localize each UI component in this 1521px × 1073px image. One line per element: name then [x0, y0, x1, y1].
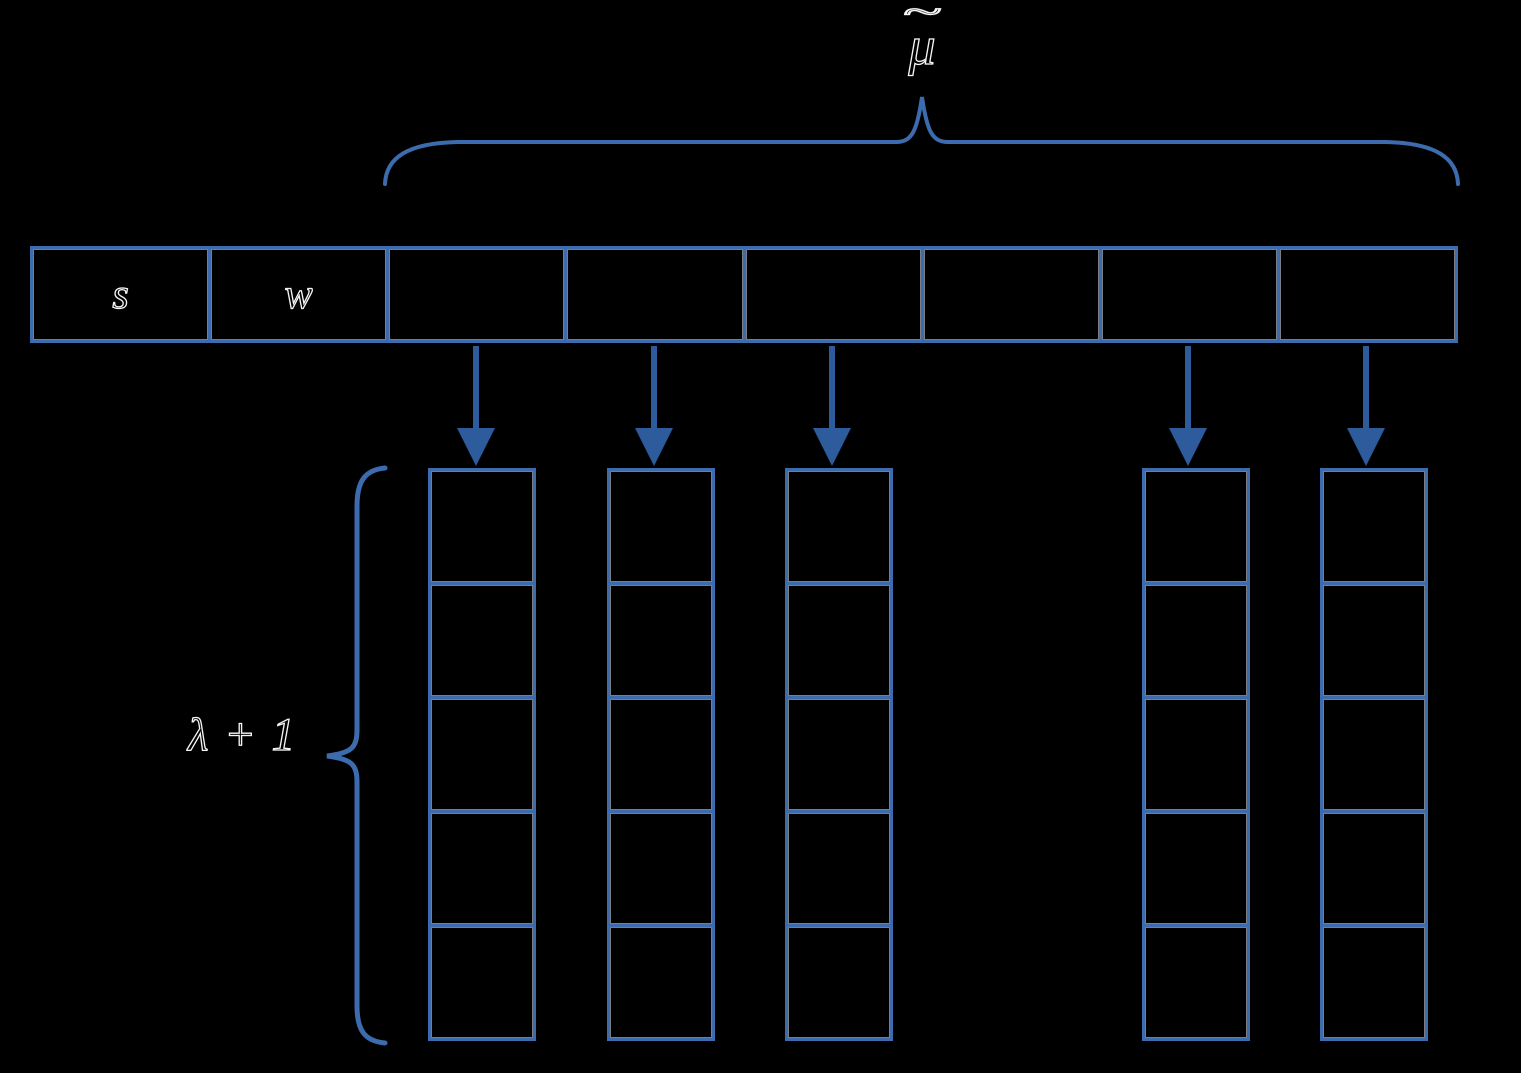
array-cell: [1276, 246, 1458, 343]
cell-label: s: [112, 271, 130, 318]
bucket-cell: [1320, 468, 1428, 585]
bucket-cell: [785, 582, 893, 699]
cell-label: w: [284, 271, 313, 318]
down-arrow: [635, 346, 673, 466]
bucket-cell: [1320, 582, 1428, 699]
bucket-cell: [607, 810, 715, 927]
array-cell: [386, 246, 568, 343]
tilde-accent: ~: [901, 0, 942, 31]
bucket-cell: [785, 924, 893, 1041]
array-row: s w: [30, 246, 1458, 343]
bucket-cell: [1142, 810, 1250, 927]
array-cell: [742, 246, 924, 343]
down-arrow: [1169, 346, 1207, 466]
bucket-column-1: [428, 468, 536, 1041]
bucket-column-3: [785, 468, 893, 1041]
left-brace: [326, 465, 388, 1046]
bucket-cell: [785, 696, 893, 813]
bucket-cell: [428, 582, 536, 699]
bucket-cell: [428, 924, 536, 1041]
bucket-cell: [1142, 582, 1250, 699]
bucket-cell: [1142, 924, 1250, 1041]
array-cell: [564, 246, 746, 343]
bucket-cell: [428, 696, 536, 813]
bucket-cell: [785, 468, 893, 585]
bucket-cell: [1320, 696, 1428, 813]
bucket-column-5: [1320, 468, 1428, 1041]
mu-symbol: μ: [908, 15, 936, 76]
bucket-cell: [428, 468, 536, 585]
bucket-cell: [607, 468, 715, 585]
down-arrow: [813, 346, 851, 466]
bucket-cell: [785, 810, 893, 927]
bucket-cell: [607, 696, 715, 813]
bucket-column-4: [1142, 468, 1250, 1041]
bucket-cell: [1142, 696, 1250, 813]
down-arrow: [1347, 346, 1385, 466]
array-cell: [1098, 246, 1280, 343]
mu-tilde-label: ~ μ: [901, 0, 942, 76]
bucket-cell: [428, 810, 536, 927]
array-cell-s: s: [30, 246, 212, 343]
bucket-cell: [607, 924, 715, 1041]
bucket-cell: [1320, 924, 1428, 1041]
down-arrow: [457, 346, 495, 466]
array-cell: [920, 246, 1102, 343]
array-cell-w: w: [208, 246, 390, 343]
bucket-cell: [1320, 810, 1428, 927]
bucket-cell: [607, 582, 715, 699]
top-brace: [383, 96, 1460, 186]
lambda-plus-one-label: λ + 1: [187, 709, 298, 761]
bucket-column-2: [607, 468, 715, 1041]
bucket-cell: [1142, 468, 1250, 585]
